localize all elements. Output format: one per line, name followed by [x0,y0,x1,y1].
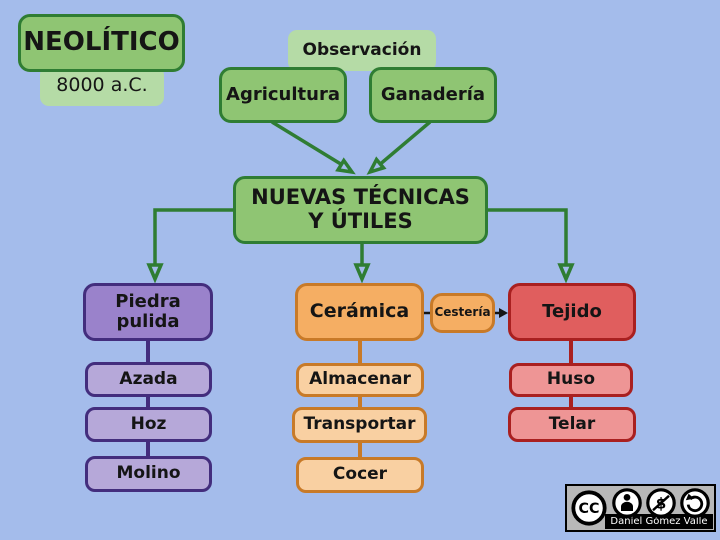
author-strip: Daniel Gómez Valle [605,514,713,529]
svg-text:CC: CC [579,501,600,517]
node-almacenar: Almacenar [296,363,424,397]
node-huso: Huso [509,363,633,397]
cc-icon: CC [571,490,607,526]
node-ceramica: Cerámica [295,283,424,341]
author-name: Daniel Gómez Valle [610,515,708,527]
node-hoz: Hoz [85,407,212,442]
arrow-central-to-pottery [353,244,371,284]
cc-license-badge: Daniel Gómez Valle CC $ [565,484,716,532]
node-tejido: Tejido [508,283,636,341]
node-piedra-pulida: Piedra pulida [83,283,213,341]
arrow-livestock-to-central [366,120,432,175]
node-title-neolitico: NEOLÍTICO [18,14,185,72]
node-cesteria: Cestería [430,293,495,333]
node-agricultura: Agricultura [219,67,347,123]
arrow-central-to-stone [146,208,233,284]
node-nuevas-tecnicas: NUEVAS TÉCNICAS Y ÚTILES [233,176,488,244]
non-commercial-dollar-icon: $ [646,488,676,518]
node-telar: Telar [508,407,636,442]
arrow-central-to-weaving [488,208,575,284]
node-observacion: Observación [288,30,436,71]
share-alike-arrow-icon [680,488,710,518]
attribution-person-icon [612,488,642,518]
node-date-8000ac: 8000 a.C. [40,66,164,106]
arrow-basketry-to-weaving [495,308,508,318]
node-cocer: Cocer [296,457,424,493]
arrow-agriculture-to-central [271,120,356,175]
node-ganaderia: Ganadería [369,67,497,123]
node-molino: Molino [85,456,212,492]
node-azada: Azada [85,362,212,397]
node-transportar: Transportar [292,407,427,443]
